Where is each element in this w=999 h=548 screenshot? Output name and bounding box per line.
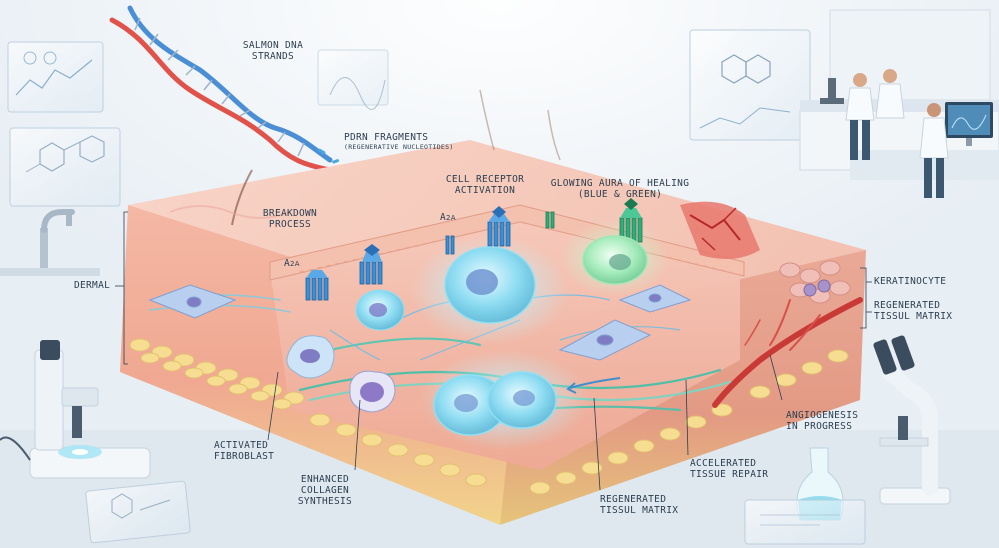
collagen-cell (349, 370, 396, 413)
receptor-group-3 (545, 198, 643, 243)
monitor-icon (945, 102, 993, 146)
healing-cell-green (582, 235, 648, 285)
label-aura-line2: (BLUE & GREEN) (577, 189, 663, 200)
report-panel-bottom-right (744, 499, 866, 545)
label-receptor-line2: ACTIVATION (454, 185, 516, 196)
label-a2a-2-sub: 2A (446, 214, 456, 222)
label-pdrn: PDRN FRAGMENTS (REGENERATIVE NUCLEOTIDES… (344, 132, 454, 152)
label-aura: GLOWING AURA OF HEALING (BLUE & GREEN) (540, 178, 700, 200)
label-regenerated-right-line1: REGENERATED (874, 300, 941, 311)
label-collagen-line1: ENHANCED (300, 474, 350, 485)
healing-cell-large (444, 246, 536, 324)
label-a2a-2-main: A (440, 212, 447, 223)
label-activated-line2: FIBROBLAST (214, 451, 275, 462)
microscope-right-icon (873, 335, 951, 505)
label-keratinocyte: KERATINOCYTE (874, 276, 947, 287)
receptor-group-2 (445, 206, 511, 255)
label-a2a-2: A2A (440, 212, 456, 224)
label-regenerated-right-line2: TISSUL MATRIX (874, 311, 953, 322)
microscope-small-icon (820, 78, 844, 104)
label-receptor-line1: CELL RECEPTOR (445, 174, 525, 185)
blood-vessels (712, 297, 863, 408)
label-accelerated-line2: TISSUE REPAIR (690, 469, 769, 480)
label-regenerated-bottom: REGENERATED TISSUL MATRIX (600, 494, 678, 516)
data-panel-left-1 (7, 41, 104, 113)
dividing-cell (433, 371, 557, 436)
dna-helix-icon (109, 5, 333, 173)
fat-layer (129, 338, 849, 495)
faucet-icon (0, 209, 100, 276)
keratinocyte-cells (779, 260, 851, 304)
activated-fibroblast (286, 335, 335, 379)
label-angiogenesis: ANGIOGENESIS IN PROGRESS (786, 410, 858, 432)
label-a2a-1: A2A (284, 258, 300, 270)
leader-lines (115, 211, 872, 491)
data-panel-top-mid (317, 49, 389, 110)
wound-area (680, 201, 760, 259)
clipboard-panel (85, 480, 191, 544)
label-pdrn-line1: PDRN FRAGMENTS (344, 132, 429, 143)
label-receptor: CELL RECEPTOR ACTIVATION (430, 174, 540, 196)
label-regenerated-bottom-line1: REGENERATED (600, 494, 667, 505)
data-panel-left-2 (9, 127, 121, 207)
fibroblast-spindles (148, 284, 692, 361)
label-accelerated: ACCELERATED TISSUE REPAIR (690, 458, 768, 480)
label-a2a-1-sub: 2A (290, 260, 300, 268)
label-activated-line1: ACTIVATED (214, 440, 269, 451)
label-collagen: ENHANCED COLLAGEN SYNTHESIS (288, 474, 362, 507)
label-breakdown: BREAKDOWN PROCESS (250, 208, 330, 230)
label-collagen-line3: SYNTHESIS (297, 496, 353, 507)
receptor-group-1 (305, 244, 383, 301)
label-regenerated-bottom-line2: TISSUL MATRIX (600, 505, 679, 516)
label-salmon-dna-line2: STRANDS (251, 51, 295, 62)
label-activated-fibroblast: ACTIVATED FIBROBLAST (214, 440, 274, 462)
label-aura-line1: GLOWING AURA OF HEALING (550, 178, 690, 189)
label-angiogenesis-line2: IN PROGRESS (786, 421, 853, 432)
microscope-left-icon (0, 340, 151, 479)
label-angiogenesis-line1: ANGIOGENESIS (786, 410, 859, 421)
keratinocyte-nuclei (803, 279, 831, 297)
label-accelerated-line1: ACCELERATED (690, 458, 757, 469)
label-a2a-1-main: A (284, 258, 291, 269)
healing-cell-small (355, 289, 405, 331)
label-salmon-dna-line1: SALMON DNA (242, 40, 304, 51)
scientist-icon (845, 69, 949, 198)
label-breakdown-line1: BREAKDOWN (262, 208, 318, 219)
label-pdrn-line2: (REGENERATIVE NUCLEOTIDES) (344, 143, 454, 151)
label-salmon-dna: SALMON DNA STRANDS (218, 40, 328, 62)
label-dermal: DERMAL (74, 280, 111, 291)
label-collagen-line2: COLLAGEN (300, 485, 350, 496)
label-regenerated-right: REGENERATED TISSUL MATRIX (874, 300, 952, 322)
label-breakdown-line2: PROCESS (268, 219, 312, 230)
